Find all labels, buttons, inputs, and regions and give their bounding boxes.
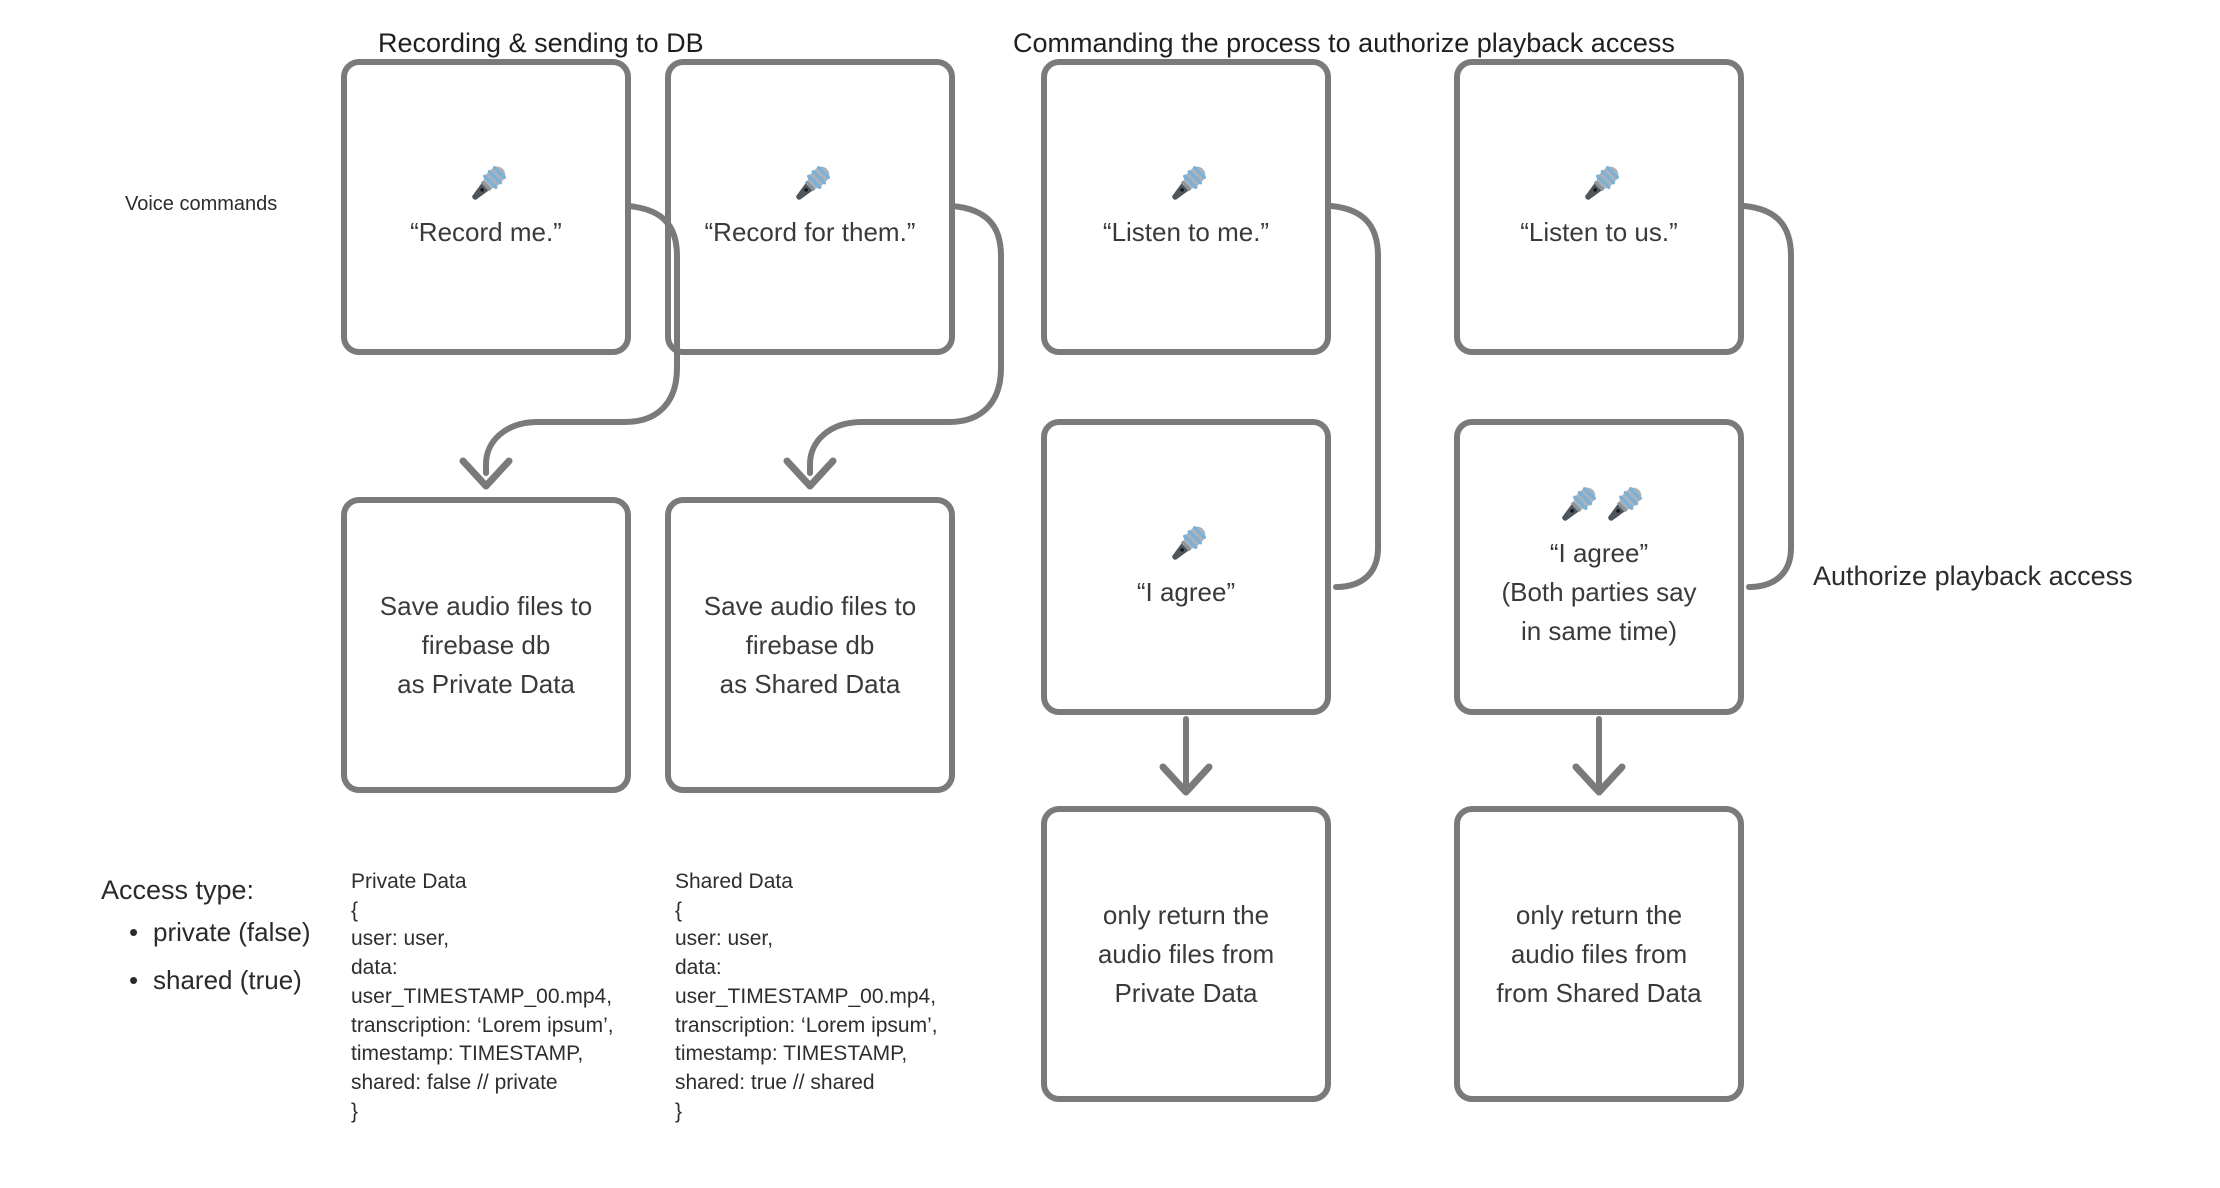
label-authorize-playback-access: Authorize playback access [1813, 561, 2133, 591]
icon-row [1554, 484, 1644, 528]
node-return-shared-data: only return the audio files from from Sh… [1454, 806, 1744, 1102]
node-text-line: “I agree” [1549, 537, 1649, 568]
code-line: shared: true // shared [675, 1070, 875, 1094]
arrowhead-return-shared [1572, 763, 1626, 796]
node-i-agree-both-parties: “I agree” (Both parties say in same time… [1454, 419, 1744, 715]
code-line: { [351, 898, 359, 922]
node-text-line: from Shared Data [1496, 977, 1702, 1008]
node-text: “Record for them.” [704, 216, 916, 247]
icon-row [788, 163, 832, 207]
code-line: transcription: ‘Lorem ipsum’, [351, 1013, 614, 1037]
access-type-item-private: private (false) [129, 908, 311, 956]
node-text-line: as Shared Data [719, 668, 901, 699]
node-save-shared-data: Save audio files to firebase db as Share… [665, 497, 955, 793]
node-listen-to-us: “Listen to us.” [1454, 59, 1744, 355]
connector-listen-to-us-to-i-agree-both [1741, 203, 1794, 590]
code-block-private-data: Private Data { user: user, data: user_TI… [351, 868, 614, 1126]
node-text-line: as Private Data [397, 668, 575, 699]
code-line: { [675, 898, 683, 922]
code-line: Shared Data [675, 870, 793, 893]
microphone-icon [472, 165, 506, 200]
node-text-line: only return the [1102, 899, 1270, 930]
node-text-line: audio files from [1510, 938, 1688, 969]
node-text-line: firebase db [745, 629, 875, 660]
code-line: } [351, 1099, 359, 1123]
microphone-icon [1585, 165, 1619, 200]
access-type-title: Access type: [101, 875, 255, 905]
icon-row [1577, 163, 1621, 207]
label-voice-commands: Voice commands [125, 193, 278, 215]
node-record-for-them: “Record for them.” [665, 59, 955, 355]
microphone-icon [1172, 165, 1206, 200]
node-text-line: in same time) [1520, 615, 1678, 646]
icon-row [464, 163, 508, 207]
node-text-line: (Both parties say [1501, 576, 1697, 607]
code-line: user: user, [351, 927, 450, 951]
code-block-shared-data: Shared Data { user: user, data: user_TIM… [675, 868, 938, 1126]
node-record-me: “Record me.” [341, 59, 631, 355]
code-line: data: [675, 956, 722, 980]
icon-row [1164, 163, 1208, 207]
arrowhead-save-private [459, 457, 513, 490]
node-text-line: Private Data [1114, 977, 1258, 1008]
arrowhead-return-private [1159, 763, 1213, 796]
code-line: timestamp: TIMESTAMP, [351, 1042, 584, 1066]
microphone-icon [1608, 486, 1642, 521]
code-line: user: user, [675, 927, 774, 951]
node-i-agree: “I agree” [1041, 419, 1331, 715]
code-line: user_TIMESTAMP_00.mp4, [675, 984, 937, 1008]
node-text: “Listen to us.” [1520, 216, 1678, 247]
node-text-line: audio files from [1097, 938, 1275, 969]
code-line: user_TIMESTAMP_00.mp4, [351, 984, 613, 1008]
connector-listen-to-me-to-i-agree [1328, 203, 1381, 590]
access-type-legend: Access type: private (false) shared (tru… [101, 872, 311, 1004]
node-text: “I agree” [1136, 576, 1236, 607]
code-line: shared: false // private [351, 1070, 558, 1094]
node-return-private-data: only return the audio files from Private… [1041, 806, 1331, 1102]
icon-row [1164, 523, 1208, 567]
microphone-icon [796, 165, 830, 200]
node-text-line: firebase db [421, 629, 551, 660]
access-type-item-shared: shared (true) [129, 956, 311, 1004]
microphone-icon [1172, 525, 1206, 560]
section-title-commanding: Commanding the process to authorize play… [1013, 28, 1675, 58]
node-text: “Record me.” [410, 216, 562, 247]
node-save-private-data: Save audio files to firebase db as Priva… [341, 497, 631, 793]
node-text-line: Save audio files to [379, 590, 593, 621]
node-listen-to-me: “Listen to me.” [1041, 59, 1331, 355]
microphone-icon [1562, 486, 1596, 521]
section-title-recording: Recording & sending to DB [378, 28, 704, 58]
arrowhead-save-shared [783, 457, 837, 490]
node-text-line: only return the [1515, 899, 1683, 930]
code-line: Private Data [351, 870, 467, 893]
code-line: } [675, 1099, 683, 1123]
code-line: timestamp: TIMESTAMP, [675, 1042, 908, 1066]
code-line: data: [351, 956, 398, 980]
node-text: “Listen to me.” [1102, 216, 1270, 247]
code-line: transcription: ‘Lorem ipsum’, [675, 1013, 938, 1037]
node-text-line: Save audio files to [703, 590, 917, 621]
